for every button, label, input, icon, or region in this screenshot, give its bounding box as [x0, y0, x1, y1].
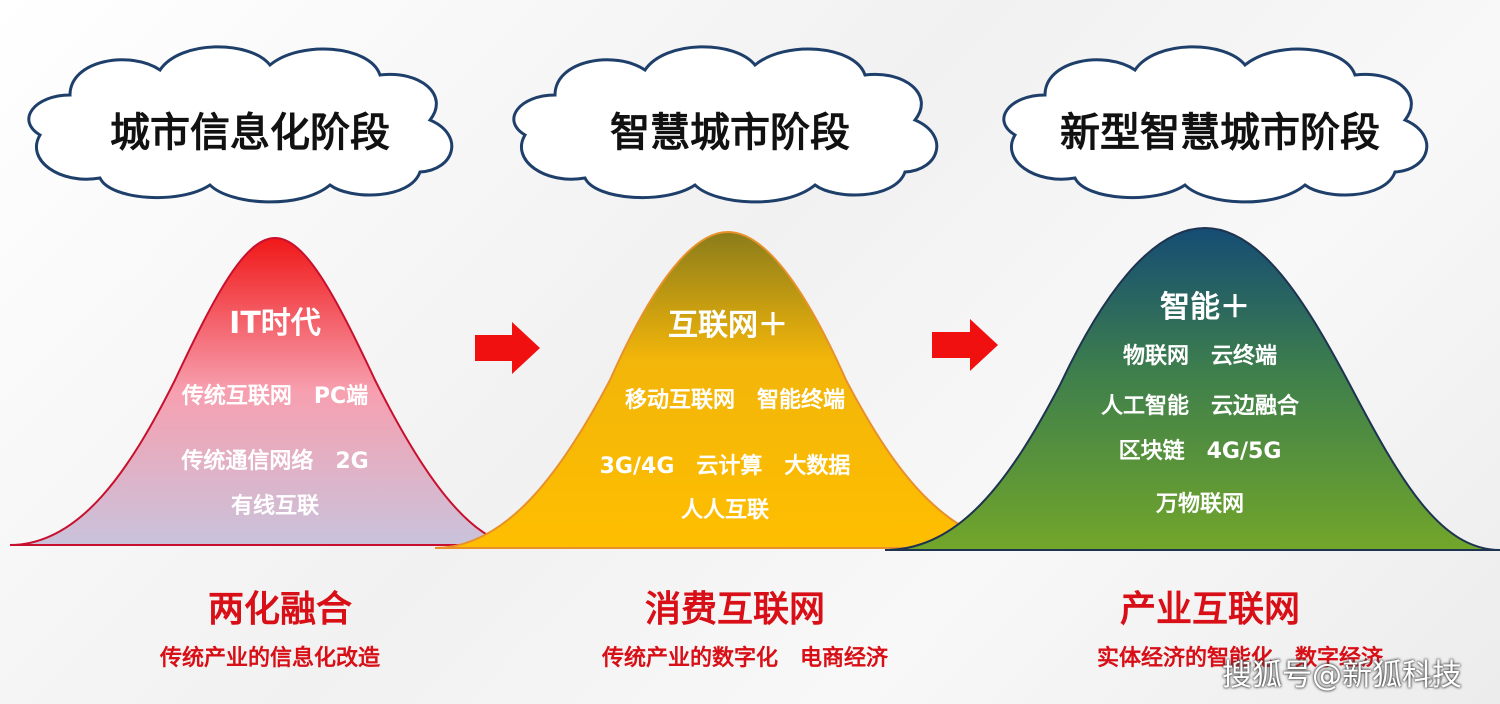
tech-line: 传统互联网 PC端: [181, 384, 369, 409]
stage-title-3: 产业互联网: [1119, 589, 1300, 630]
tech-line: 人工智能 云边融合: [1100, 394, 1299, 419]
cloud-title-stage-2: 智慧城市阶段: [610, 110, 850, 156]
bell-curve-1: [9, 236, 521, 546]
bell-curve-3: [884, 226, 1500, 551]
cloud-title-stage-1: 城市信息化阶段: [110, 110, 390, 156]
cloud-shape-1: [27, 45, 454, 204]
cloud-shape-3: [1002, 45, 1429, 204]
page-number: 27: [1426, 676, 1444, 692]
stage-title-2: 消费互联网: [644, 589, 825, 630]
tech-line: 物联网 云终端: [1122, 344, 1277, 369]
era-label-stage-3: 智能＋: [1160, 290, 1250, 325]
stage-subtitle-1: 传统产业的信息化改造: [159, 646, 380, 671]
tech-line: 人人互联: [680, 498, 769, 523]
right-arrow-icon: [475, 322, 540, 374]
bell-curve-2: [434, 230, 1041, 549]
tech-line: 万物联网: [1155, 492, 1244, 517]
tech-line: 传统通信网络 2G: [181, 449, 369, 474]
tech-line: 移动互联网 智能终端: [624, 388, 845, 413]
era-label-stage-1: IT时代: [229, 306, 321, 341]
tech-line: 有线互联: [230, 494, 319, 519]
stage-title-1: 两化融合: [207, 589, 352, 630]
right-arrow-icon: [932, 319, 998, 371]
era-label-stage-2: 互联网＋: [668, 308, 788, 343]
cloud-shape-2: [512, 45, 939, 204]
watermark: 搜狐号@新狐科技: [1222, 658, 1462, 693]
tech-line: 区块链 4G/5G: [1118, 439, 1282, 464]
tech-line: 3G/4G 云计算 大数据: [599, 454, 851, 479]
cloud-title-stage-3: 新型智慧城市阶段: [1060, 110, 1380, 156]
stage-subtitle-2: 传统产业的数字化 电商经济: [601, 646, 888, 671]
stage-subtitle-3: 实体经济的智能化 数字经济: [1096, 646, 1383, 671]
